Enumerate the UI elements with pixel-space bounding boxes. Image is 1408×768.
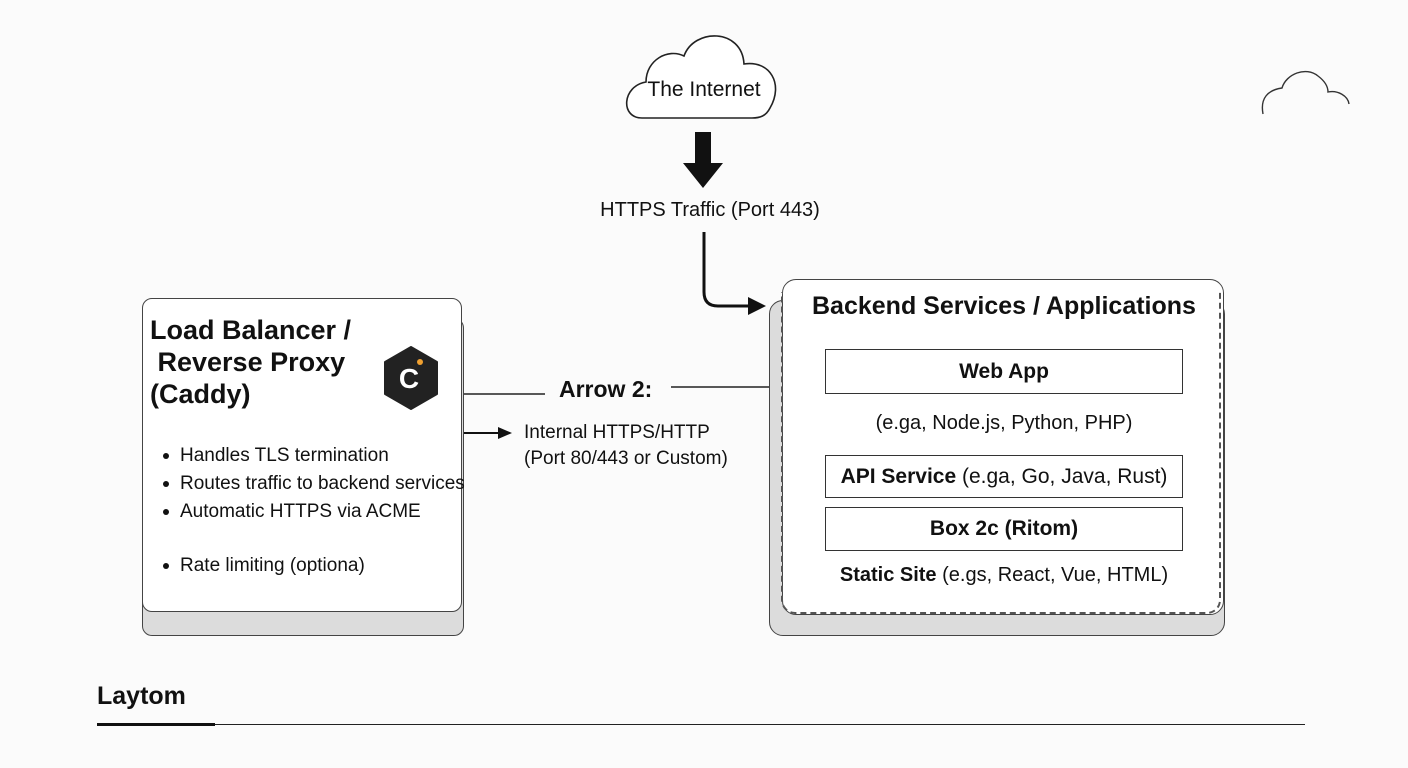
decor-cloud-icon: [1261, 70, 1350, 115]
internal-line: Internal HTTPS/HTTP: [524, 422, 710, 443]
backend-dashed-border: [781, 292, 1221, 614]
lb-title-line: Load Balancer /: [150, 315, 352, 345]
static-site-label: Static Site: [839, 564, 937, 586]
internal-protocol-label: Internal HTTPS/HTTP (Port 80/443 or Cust…: [524, 420, 728, 472]
backend-title: Backend Services / Applications: [812, 292, 1196, 320]
static-site-row: Static Site (e.gs, React, Vue, HTML): [812, 564, 1196, 587]
load-balancer-features: Handles TLS termination Routes traffic t…: [160, 442, 465, 580]
footer-accent: [97, 723, 215, 726]
load-balancer-title: Load Balancer / Reverse Proxy (Caddy): [150, 314, 351, 410]
caddy-logo-letter: C: [399, 363, 419, 394]
traffic-connector: [702, 232, 750, 308]
static-site-examples: (e.gs, React, Vue, HTML): [936, 564, 1169, 586]
footer-title: Laytom: [97, 682, 186, 710]
lb-title-line: Reverse Proxy: [150, 347, 346, 377]
down-arrow-icon: [683, 132, 723, 188]
backend-card: [782, 279, 1224, 615]
internal-arrowhead-icon: [498, 427, 512, 439]
footer-divider: [97, 724, 1305, 725]
internet-cloud-icon: [625, 35, 777, 119]
api-service-examples: (e.ga, Go, Java, Rust): [956, 465, 1168, 488]
https-traffic-label: HTTPS Traffic (Port 443): [600, 199, 820, 221]
api-service-box: API Service (e.ga, Go, Java, Rust): [825, 455, 1183, 498]
feature-item: Routes traffic to backend services: [160, 470, 465, 498]
feature-item: Rate limiting (optiona): [160, 552, 465, 580]
caddy-logo-icon: C: [384, 346, 438, 410]
traffic-arrowhead-icon: [748, 297, 766, 315]
internet-label: The Internet: [647, 78, 761, 101]
feature-item: Automatic HTTPS via ACME: [160, 498, 465, 526]
arrow2-label: Arrow 2:: [559, 376, 653, 402]
box-2c: Box 2c (Ritom): [825, 507, 1183, 551]
lb-title-line: (Caddy): [150, 379, 251, 409]
api-service-label: API Service: [840, 465, 957, 488]
web-app-examples: (e.ga, Node.js, Python, PHP): [875, 412, 1133, 434]
feature-item: Handles TLS termination: [160, 442, 465, 470]
internal-line: (Port 80/443 or Custom): [524, 448, 728, 469]
web-app-label: Web App: [959, 360, 1049, 383]
web-app-box: Web App: [825, 349, 1183, 394]
box-2c-label: Box 2c (Ritom): [929, 517, 1079, 540]
